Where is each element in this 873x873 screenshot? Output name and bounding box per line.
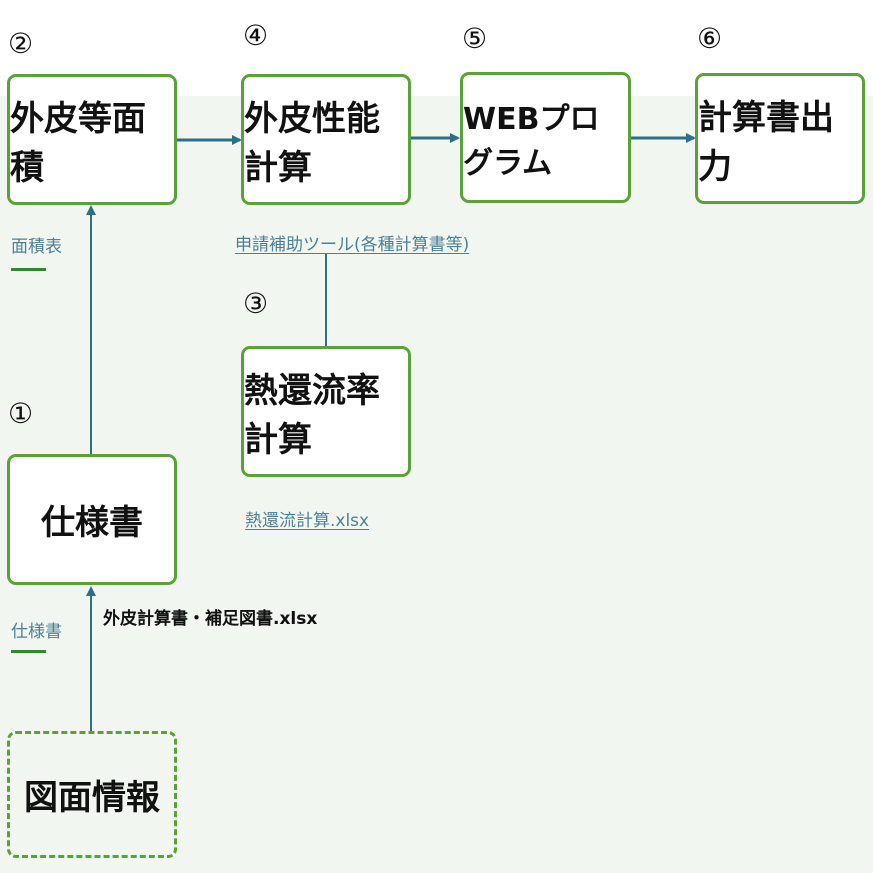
node-web-program: WEBプログラム — [460, 72, 631, 203]
shinsei-tool-link[interactable]: 申請補助ツール(各種計算書等) — [235, 235, 470, 255]
node-gaihi-seino-label: 外皮性能計算 — [244, 98, 380, 188]
node-zumen-label: 図面情報 — [24, 778, 160, 818]
step-number-4: ④ — [243, 19, 269, 52]
node-gaihi-seino: 外皮性能計算 — [241, 74, 411, 205]
node-web-program-label: WEBプログラム — [463, 101, 600, 181]
node-shiyousho: 仕様書 — [7, 454, 177, 585]
node-keisansho-label: 計算書出力 — [698, 97, 834, 187]
menseki-hyo-link[interactable]: 面積表 — [11, 237, 62, 257]
step-number-5: ⑤ — [462, 22, 488, 55]
gaihi-xlsx-label: 外皮計算書・補足図書.xlsx — [103, 609, 318, 629]
node-gaihi-menseki: 外皮等面積 — [7, 74, 177, 205]
node-gaihi-menseki-label: 外皮等面積 — [10, 98, 146, 188]
netsu-xlsx-link[interactable]: 熱還流計算.xlsx — [245, 511, 370, 531]
shiyousho-link[interactable]: 仕様書 — [11, 622, 62, 642]
step-number-6: ⑥ — [697, 22, 723, 55]
step-number-2: ② — [8, 27, 34, 60]
node-netsu-kanryu: 熱還流率計算 — [241, 346, 411, 477]
step-number-3: ③ — [243, 287, 269, 320]
node-shiyousho-label: 仕様書 — [41, 503, 143, 543]
node-keisansho: 計算書出力 — [695, 73, 865, 204]
menseki-hyo-underline — [11, 268, 46, 271]
node-netsu-kanryu-label: 熱還流率計算 — [244, 370, 380, 460]
node-zumen: 図面情報 — [7, 731, 177, 858]
step-number-1: ① — [8, 397, 34, 430]
shiyousho-underline — [11, 650, 46, 653]
